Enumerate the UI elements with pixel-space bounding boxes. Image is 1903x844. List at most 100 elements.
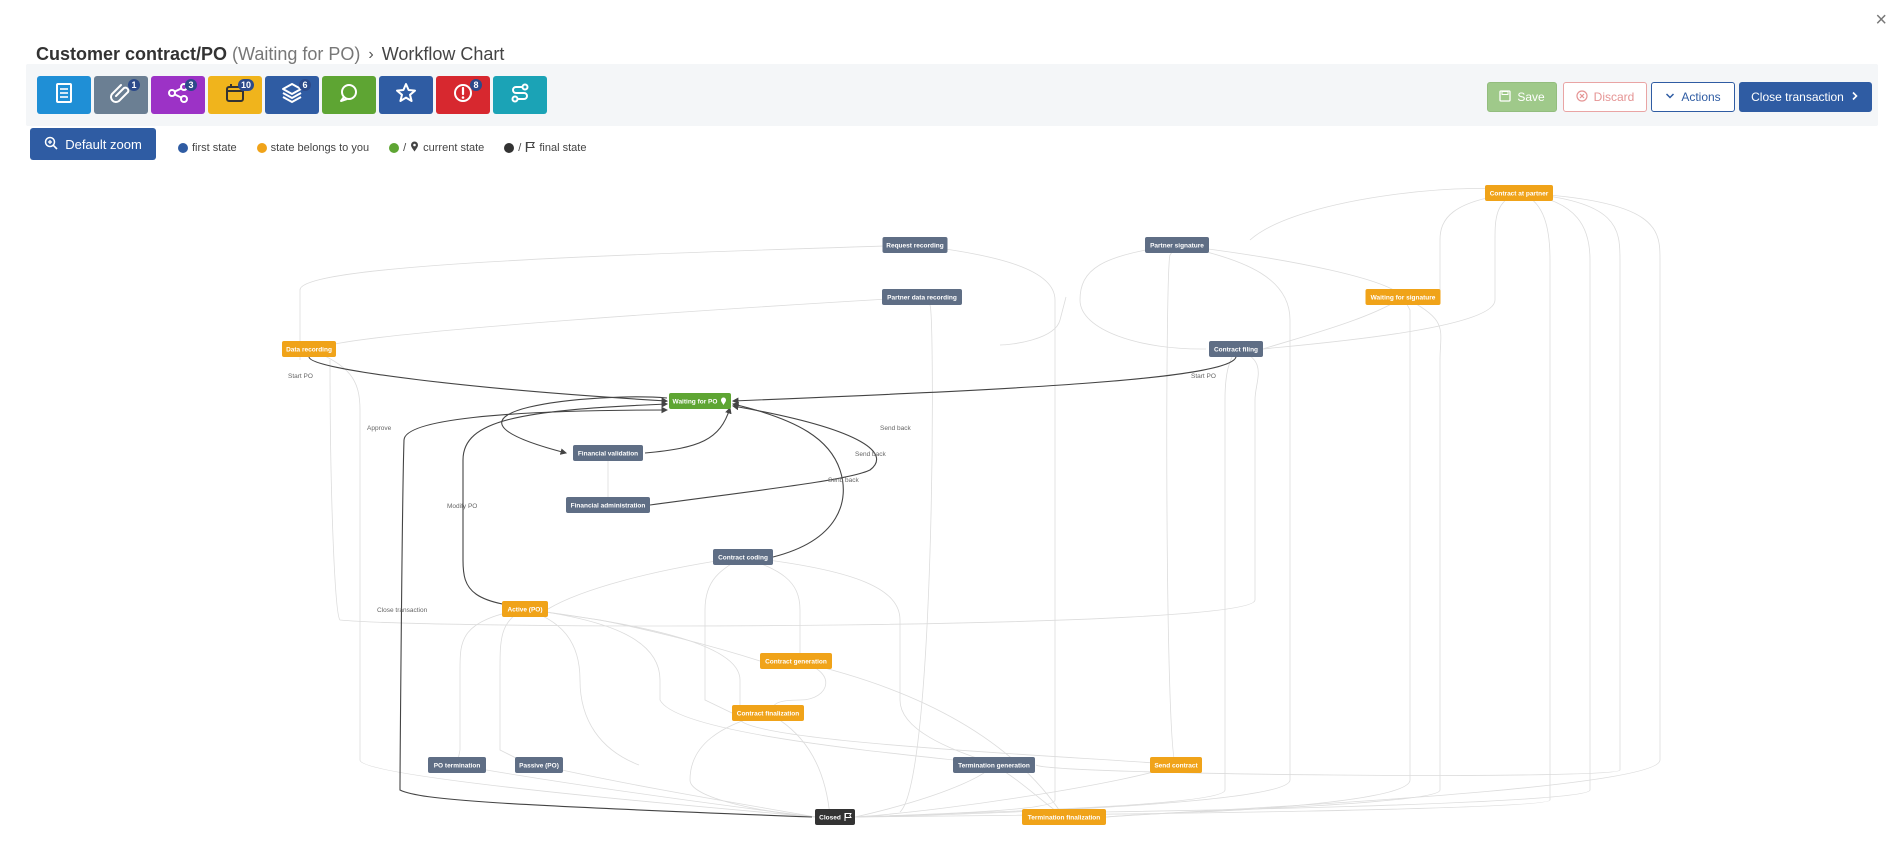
chevron-right-icon	[1850, 90, 1860, 104]
save-label: Save	[1517, 90, 1545, 104]
node-label: Termination generation	[958, 763, 1030, 770]
node-label: Waiting for signature	[1371, 295, 1436, 302]
workflow-node-passive_po[interactable]: Passive (PO)	[515, 757, 563, 773]
workflow-node-send_contract[interactable]: Send contract	[1150, 757, 1202, 773]
flag-icon	[525, 141, 536, 155]
workflow-node-waiting_for_signature[interactable]: Waiting for signature	[1365, 289, 1441, 305]
final-state-dot	[504, 143, 515, 153]
workflow-node-financial_administration[interactable]: Financial administration	[566, 497, 650, 513]
node-label: Send contract	[1154, 763, 1198, 770]
share-badge: 3	[185, 79, 197, 91]
chevron-down-icon	[1665, 90, 1675, 104]
node-label: Request recording	[886, 243, 943, 250]
workflow-node-contract_generation[interactable]: Contract generation	[760, 653, 832, 669]
layers-badge: 6	[299, 79, 311, 91]
edge-label-send_back_1: Send back	[880, 425, 911, 432]
workflow-node-contract_finalization[interactable]: Contract finalization	[732, 705, 804, 721]
flag-icon	[844, 813, 852, 821]
edge-label-close_transaction: Close transaction	[377, 607, 428, 614]
actions-button[interactable]: Actions	[1651, 82, 1735, 112]
document-icon	[51, 80, 77, 111]
node-label: Termination finalization	[1028, 815, 1100, 822]
final-state-label: final state	[539, 142, 587, 154]
page-title: Customer contract/PO (Waiting for PO) › …	[36, 44, 504, 65]
alert-icon	[450, 80, 476, 111]
attachments-button[interactable]: 1	[94, 76, 148, 114]
node-label: Contract finalization	[737, 711, 800, 718]
workflow-node-closed[interactable]: Closed	[815, 809, 855, 825]
legend-final-state: / final state	[504, 141, 586, 155]
details-button[interactable]	[37, 76, 91, 114]
share-button[interactable]: 3	[151, 76, 205, 114]
workflow-node-contract_filing[interactable]: Contract filing	[1209, 341, 1263, 357]
edge-label-send_back_2: Send back	[855, 451, 886, 458]
workflow-node-contract_at_partner[interactable]: Contract at partner	[1485, 185, 1553, 201]
workflow-node-financial_validation[interactable]: Financial validation	[573, 445, 643, 461]
chevron-right-icon: ›	[368, 45, 374, 63]
node-label: Contract coding	[718, 555, 768, 562]
edge-label-modify_po: Modify PO	[447, 503, 477, 510]
first-state-label: first state	[192, 142, 237, 154]
calendar-icon	[222, 80, 248, 111]
layers-button[interactable]: 6	[265, 76, 319, 114]
first-state-dot	[178, 143, 188, 153]
edge-label-start_po_left: Start PO	[288, 373, 313, 380]
workflow-node-contract_coding[interactable]: Contract coding	[713, 549, 773, 565]
route-icon	[507, 80, 533, 111]
workflow-node-po_termination[interactable]: PO termination	[428, 757, 486, 773]
legend-separator: /	[518, 142, 522, 154]
close-icon[interactable]: ×	[1875, 9, 1887, 31]
workflow-node-waiting_for_po[interactable]: Waiting for PO	[669, 393, 731, 409]
workflow-node-termination_finalization[interactable]: Termination finalization	[1022, 809, 1106, 825]
alerts-badge: 8	[470, 79, 482, 91]
workflow-node-request_recording[interactable]: Request recording	[882, 237, 948, 253]
node-label: Contract filing	[1214, 347, 1258, 354]
node-label: Partner signature	[1150, 243, 1204, 250]
default-zoom-label: Default zoom	[65, 136, 142, 152]
edge-label-start_po_right: Start PO	[1191, 373, 1216, 380]
workflow-button[interactable]	[493, 76, 547, 114]
title-state: (Waiting for PO)	[232, 44, 361, 64]
cancel-circle-icon	[1576, 89, 1588, 105]
favorite-button[interactable]	[379, 76, 433, 114]
alerts-button[interactable]: 8	[436, 76, 490, 114]
close-transaction-label: Close transaction	[1751, 90, 1844, 104]
default-zoom-button[interactable]: Default zoom	[30, 128, 156, 160]
node-label: Financial administration	[571, 503, 646, 510]
node-label: Passive (PO)	[519, 763, 559, 770]
title-main: Customer contract/PO	[36, 44, 228, 64]
toolbar: 1 3 10 6 8 Save Discard A	[26, 64, 1878, 126]
discard-label: Discard	[1593, 90, 1635, 104]
node-label: Partner data recording	[887, 295, 957, 302]
breadcrumb-workflow-chart: Workflow Chart	[381, 44, 505, 64]
workflow-node-partner_data_recording[interactable]: Partner data recording	[882, 289, 962, 305]
node-label: Contract at partner	[1490, 191, 1549, 198]
calendar-button[interactable]: 10	[208, 76, 262, 114]
comments-button[interactable]	[322, 76, 376, 114]
map-pin-icon	[721, 397, 726, 405]
legend-own-state: state belongs to you	[256, 141, 370, 155]
attachments-badge: 1	[128, 79, 140, 91]
floppy-icon	[1499, 89, 1511, 105]
node-label: Active (PO)	[507, 607, 542, 614]
star-icon	[393, 80, 419, 111]
close-transaction-button[interactable]: Close transaction	[1739, 82, 1872, 112]
workflow-node-active_po[interactable]: Active (PO)	[502, 601, 548, 617]
node-label: Data recording	[286, 347, 332, 354]
own-state-dot	[256, 143, 267, 153]
node-label: Financial validation	[578, 451, 638, 458]
layers-icon	[279, 80, 305, 111]
save-button[interactable]: Save	[1487, 82, 1557, 112]
legend-first-state: first state	[178, 141, 237, 155]
workflow-node-termination_generation[interactable]: Termination generation	[953, 757, 1035, 773]
zoom-in-icon	[44, 136, 58, 153]
own-state-label: state belongs to you	[270, 142, 370, 154]
discard-button[interactable]: Discard	[1563, 82, 1647, 112]
workflow-node-partner_signature[interactable]: Partner signature	[1145, 237, 1209, 253]
workflow-node-data_recording[interactable]: Data recording	[282, 341, 336, 357]
calendar-badge: 10	[237, 79, 254, 91]
current-state-label: current state	[423, 142, 485, 154]
legend-current-state: / current state	[389, 141, 484, 155]
